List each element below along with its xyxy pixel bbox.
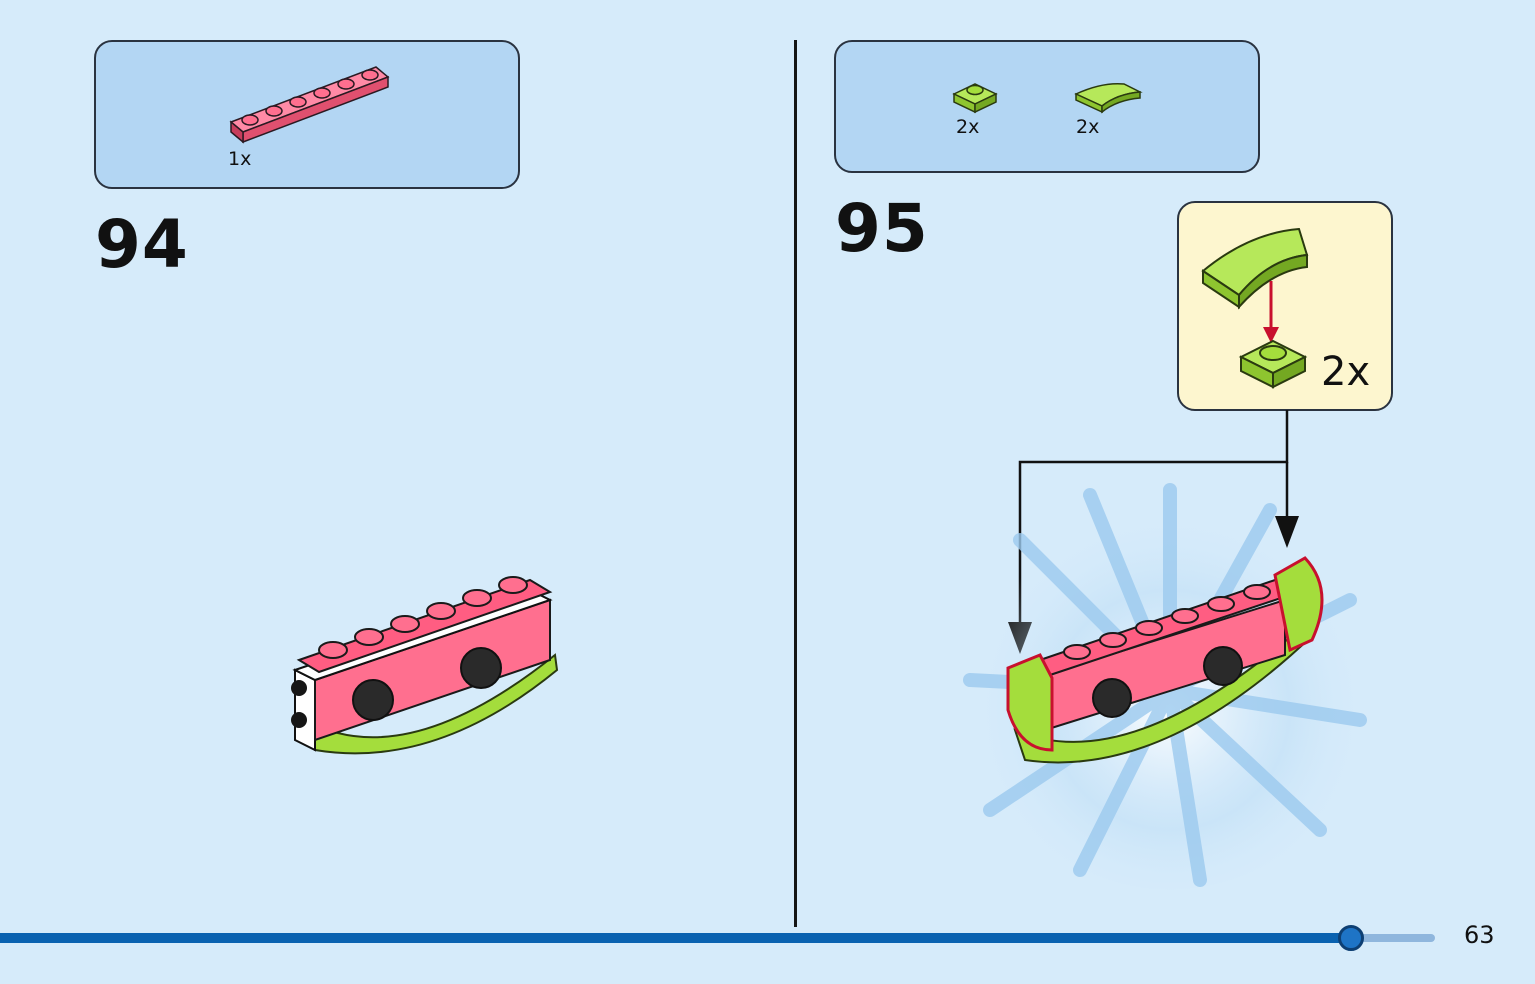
progress-indicator [1338, 925, 1364, 951]
lime-curved-slope-icon [1074, 82, 1143, 114]
progress-bar [0, 933, 1352, 943]
parts-list-step-95: 2x 2x [834, 40, 1260, 173]
parts-list-step-94: 1x [94, 40, 520, 189]
step-number: 95 [835, 190, 929, 267]
subassembly-slope-on-plate-icon [1201, 227, 1309, 389]
pink-plate-1x6-icon [229, 66, 390, 144]
page-divider [794, 40, 797, 927]
step-number: 94 [95, 206, 189, 283]
subassembly-callout: 2x [1177, 201, 1393, 411]
lime-plate-1x1-icon [952, 83, 998, 114]
watermelon-body-icon [291, 576, 559, 755]
part-quantity: 2x [956, 116, 980, 138]
part-quantity: 2x [1076, 116, 1100, 138]
subassembly-quantity: 2x [1321, 349, 1371, 395]
part-quantity: 1x [228, 148, 252, 170]
progress-bar-remaining [1352, 934, 1435, 942]
page-number: 63 [1464, 921, 1495, 949]
watermelon-with-rind-ends-icon [963, 483, 1370, 890]
